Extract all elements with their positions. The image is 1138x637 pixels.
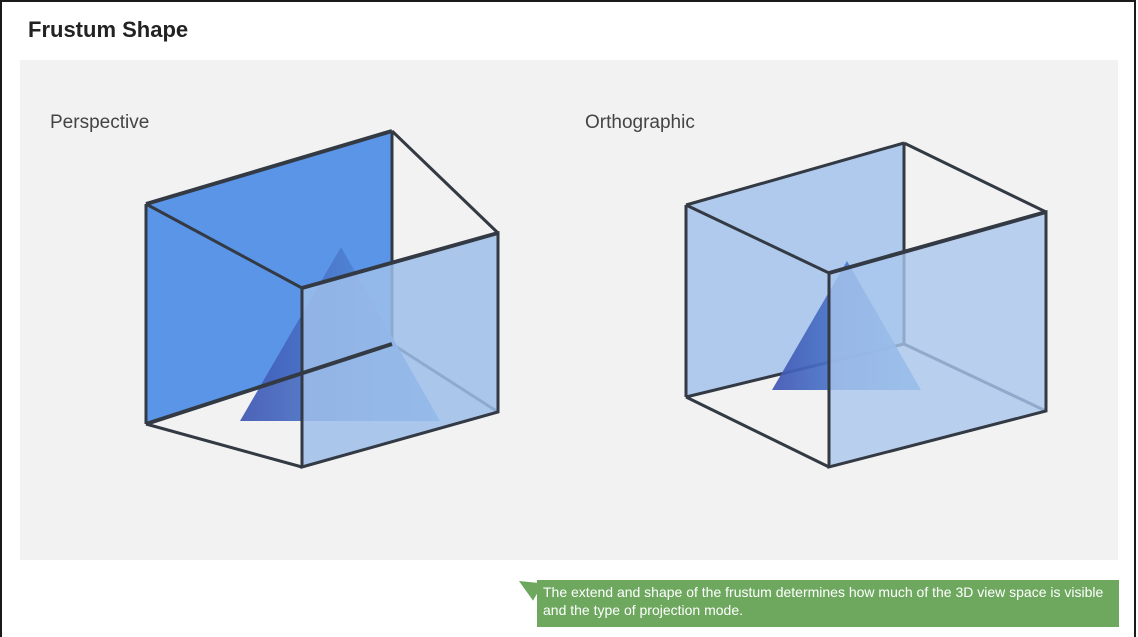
- slide-title: Frustum Shape: [28, 17, 189, 42]
- perspective-near-face: [302, 233, 498, 467]
- orthographic-label: Orthographic: [585, 112, 695, 133]
- perspective-frustum: [144, 129, 500, 469]
- perspective-label: Perspective: [50, 112, 150, 133]
- orthographic-front-face: [829, 212, 1046, 467]
- orthographic-box: [684, 141, 1048, 469]
- callout-note: The extend and shape of the frustum dete…: [537, 580, 1119, 627]
